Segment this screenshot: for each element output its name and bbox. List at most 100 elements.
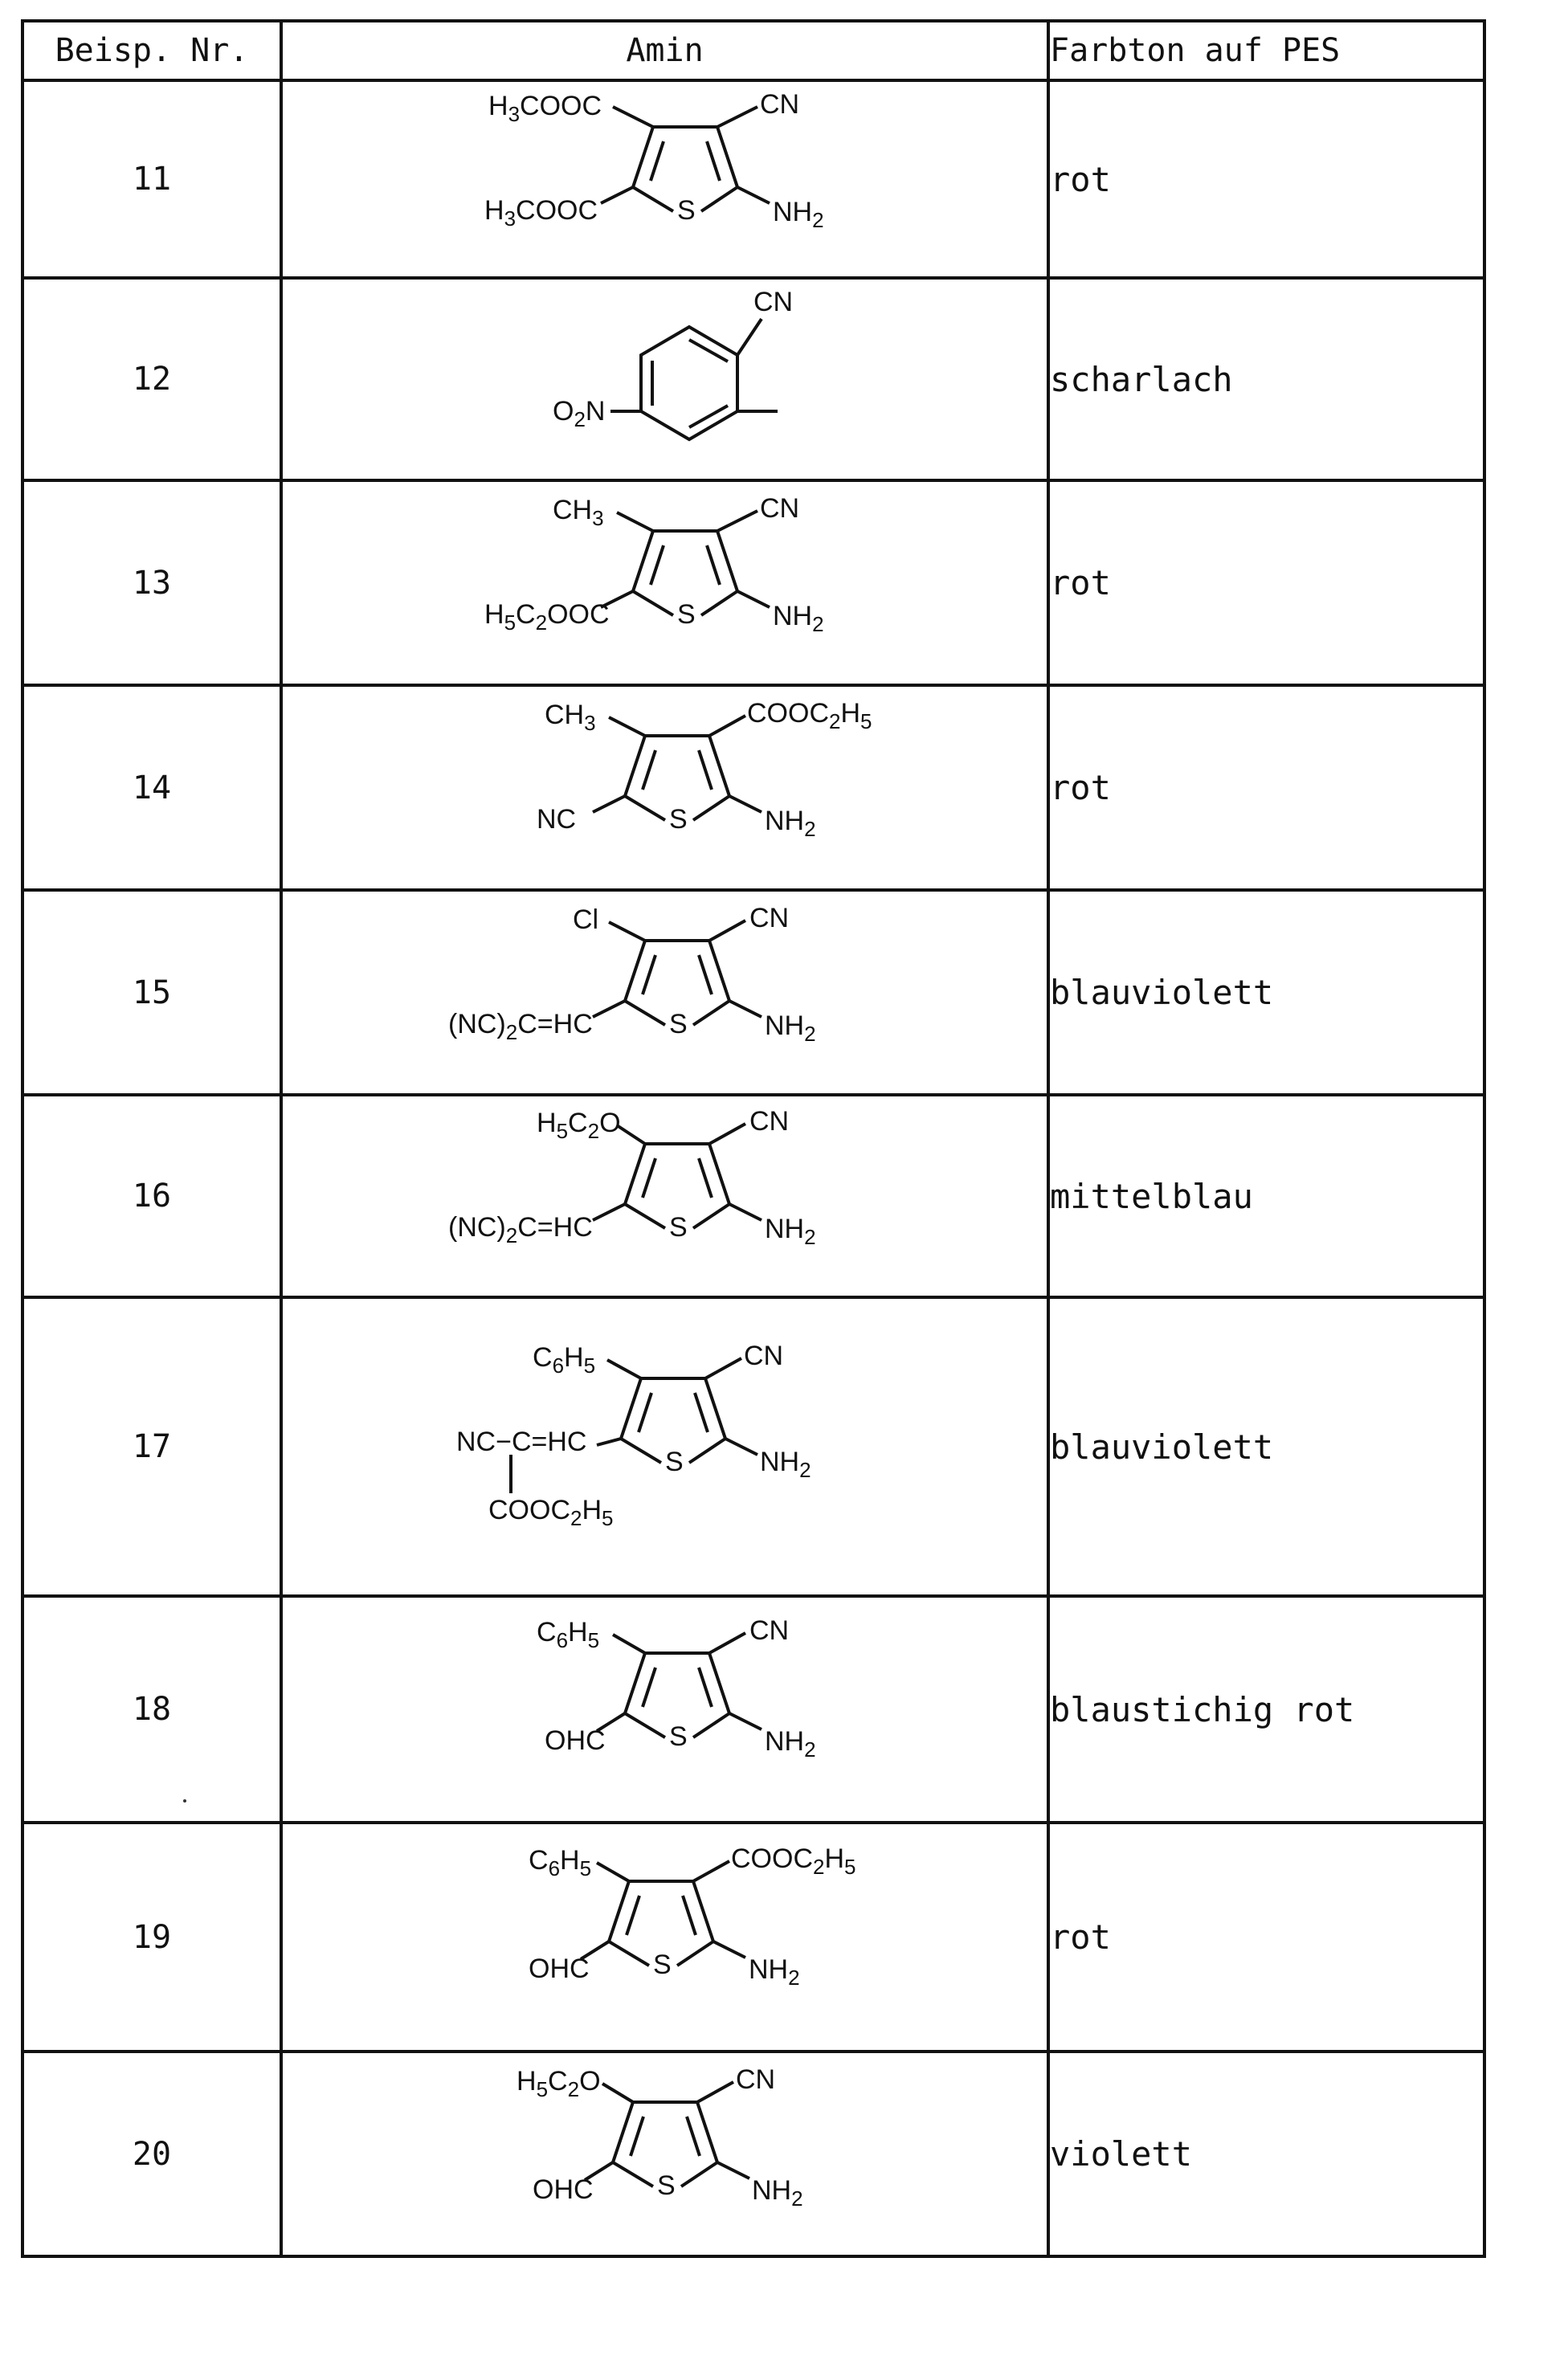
header-farbton: Farbton auf PES [1048, 21, 1484, 80]
example-number: 16 [22, 1095, 281, 1297]
amine-structure: CN O2N [281, 278, 1048, 480]
table-row: 17 S C6H5 CN NC−C=HC COOC2H5 NH2 blauvio… [22, 1297, 1484, 1596]
amine-structure: S C6H5 CN NC−C=HC COOC2H5 NH2 [281, 1297, 1048, 1596]
benzene-structure: CN O2N [424, 287, 906, 472]
example-number: 20 [22, 2052, 281, 2256]
example-number: 11 [22, 80, 281, 278]
substituent-top-left: C6H5 [529, 1845, 591, 1880]
amine-structure: S C6H5 COOC2H5 OHC NH2 [281, 1823, 1048, 2052]
substituent-top-left: H5C2O [537, 1108, 621, 1143]
amine-structure: S H5C2O CN (NC)2C=HC NH2 [281, 1095, 1048, 1297]
amine-structure: S CH3 COOC2H5 NC NH2 [281, 685, 1048, 890]
substituent-top-right: COOC2H5 [731, 1845, 856, 1879]
substituent-top-right: CN [760, 91, 799, 120]
substituent-bottom-right: NH2 [765, 1010, 816, 1046]
amine-structure: S Cl CN (NC)2C=HC NH2 [281, 890, 1048, 1095]
substituent-bottom-right: NH2 [765, 1726, 816, 1762]
substituent-top-right: CN [736, 2066, 775, 2095]
thiophene-structure: S C6H5 CN NC−C=HC COOC2H5 NH2 [424, 1318, 906, 1575]
amine-structure: S CH3 CN H5C2OOC NH2 [281, 480, 1048, 685]
sulfur-label: S [669, 1009, 688, 1039]
header-beisp-nr: Beisp. Nr. [22, 21, 281, 80]
sulfur-label: S [669, 1212, 688, 1243]
table-row: 13 S CH3 CN H5C2OOC NH2 rot [22, 480, 1484, 685]
farbton-value: rot [1048, 80, 1484, 278]
example-number: 12 [22, 278, 281, 480]
substituent-bottom-right: NH2 [765, 806, 816, 841]
table-row: 19 S C6H5 COOC2H5 OHC NH2 rot [22, 1823, 1484, 2052]
table-row: 12 CN O2N scharlach [22, 278, 1484, 480]
substituent-bottom-right: NH2 [749, 1954, 800, 1990]
sulfur-label: S [665, 1447, 684, 1477]
sulfur-label: S [653, 1950, 672, 1980]
substituent-bottom-right: NH2 [773, 197, 824, 232]
substituent-bottom-right: NH2 [773, 601, 824, 636]
farbton-value: rot [1048, 685, 1484, 890]
substituent-bottom-left: OHC [545, 1725, 606, 1756]
substituent-top-left: CH3 [553, 495, 604, 530]
substituent-bottom-right: NH2 [752, 2175, 803, 2211]
substituent-top: CN [753, 287, 793, 317]
substituent-bottom-left: OHC [529, 1954, 590, 1984]
table-row: 11 S H3COOC CN H3COOC NH2 rot [22, 80, 1484, 278]
substituent-bottom-left: H3COOC [484, 195, 598, 231]
example-number: 15 [22, 890, 281, 1095]
substituent-bottom-left: NC−C=HC [456, 1427, 586, 1457]
substituent-top-right: COOC2H5 [747, 700, 872, 733]
substituent-top-left: H5C2O [517, 2066, 601, 2101]
example-number: 19 [22, 1823, 281, 2052]
farbton-value: rot [1048, 1823, 1484, 2052]
thiophene-structure: S Cl CN (NC)2C=HC NH2 [424, 904, 906, 1081]
substituent-left: O2N [553, 396, 605, 431]
substituent-top-right: CN [749, 1108, 789, 1137]
table-row: 20 S H5C2O CN OHC NH2 violett [22, 2052, 1484, 2256]
table-row: 16 S H5C2O CN (NC)2C=HC NH2 mittelblau [22, 1095, 1484, 1297]
sulfur-label: S [677, 195, 696, 226]
farbton-value: mittelblau [1048, 1095, 1484, 1297]
example-number: 18 [22, 1596, 281, 1823]
farbton-value: blaustichig rot [1048, 1596, 1484, 1823]
substituent-top-right: CN [749, 904, 789, 933]
amine-structure: S H5C2O CN OHC NH2 [281, 2052, 1048, 2256]
substituent-ester: COOC2H5 [488, 1495, 614, 1530]
thiophene-structure: S CH3 COOC2H5 NC NH2 [424, 700, 906, 876]
substituent-bottom-right: NH2 [760, 1447, 811, 1482]
table-row: 14 S CH3 COOC2H5 NC NH2 rot [22, 685, 1484, 890]
table-row: 15 S Cl CN (NC)2C=HC NH2 blauviolett [22, 890, 1484, 1095]
sulfur-label: S [669, 804, 688, 835]
sulfur-label: S [677, 599, 696, 630]
sulfur-label: S [657, 2170, 676, 2201]
amine-dye-table: Beisp. Nr. Amin Farbton auf PES 11 S H3C… [21, 19, 1486, 2258]
thiophene-structure: S H5C2O CN OHC NH2 [424, 2066, 906, 2243]
substituent-top-left: H3COOC [488, 91, 602, 126]
thiophene-structure: S C6H5 COOC2H5 OHC NH2 [424, 1845, 906, 2030]
substituent-top-right: CN [760, 495, 799, 524]
farbton-value: scharlach [1048, 278, 1484, 480]
sulfur-label: S [669, 1721, 688, 1752]
example-number: 13 [22, 480, 281, 685]
substituent-bottom-left: OHC [533, 2174, 594, 2205]
substituent-bottom-right: NH2 [765, 1214, 816, 1249]
farbton-value: violett [1048, 2052, 1484, 2256]
substituent-bottom-left: (NC)2C=HC [448, 1212, 593, 1247]
substituent-top-left: CH3 [545, 700, 596, 735]
substituent-top-left: Cl [573, 904, 598, 935]
thiophene-structure: S CH3 CN H5C2OOC NH2 [424, 495, 906, 672]
amine-structure: S H3COOC CN H3COOC NH2 [281, 80, 1048, 278]
farbton-value: blauviolett [1048, 1297, 1484, 1596]
farbton-value: blauviolett [1048, 890, 1484, 1095]
substituent-top-left: C6H5 [533, 1342, 595, 1378]
thiophene-structure: S H5C2O CN (NC)2C=HC NH2 [424, 1108, 906, 1284]
substituent-top-right: CN [744, 1341, 783, 1371]
thiophene-structure: S H3COOC CN H3COOC NH2 [424, 91, 906, 267]
substituent-bottom-left: (NC)2C=HC [448, 1009, 593, 1044]
header-row: Beisp. Nr. Amin Farbton auf PES [22, 21, 1484, 80]
amine-structure: S C6H5 CN OHC NH2 [281, 1596, 1048, 1823]
thiophene-structure: S C6H5 CN OHC NH2 [424, 1617, 906, 1802]
example-number: 17 [22, 1297, 281, 1596]
substituent-top-left: C6H5 [537, 1617, 599, 1652]
scan-speck [183, 1799, 186, 1803]
farbton-value: rot [1048, 480, 1484, 685]
substituent-bottom-left: H5C2OOC [484, 599, 610, 635]
